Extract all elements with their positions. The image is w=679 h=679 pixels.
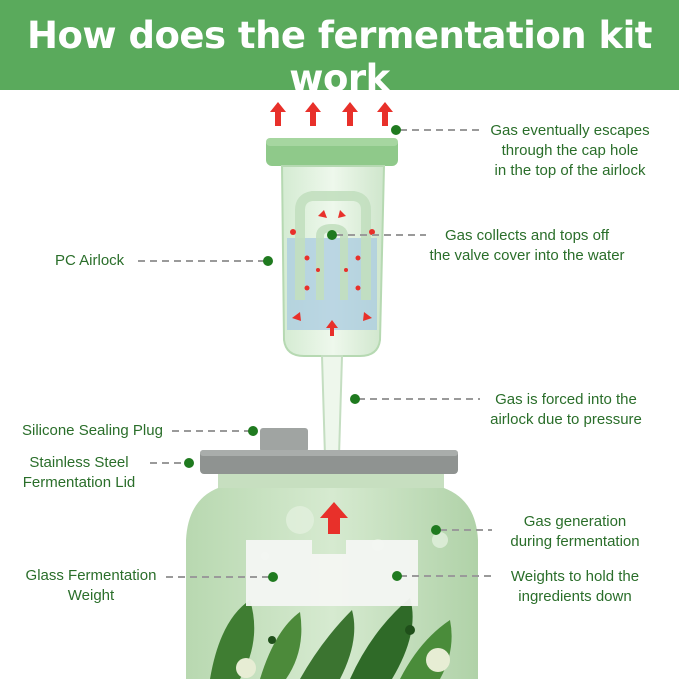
- escape-arrows: [270, 102, 393, 126]
- label-line: PC Airlock: [55, 252, 125, 269]
- label-gas-generation: Gas generation during fermentation: [494, 512, 656, 552]
- label-weights-hold: Weights to hold the ingredients down: [494, 567, 656, 607]
- label-pc-airlock: PC Airlock: [55, 251, 124, 271]
- pc-airlock-body: [280, 165, 386, 357]
- label-line: Gas is forced into the: [495, 391, 637, 408]
- title-banner: [0, 0, 679, 90]
- label-line: Fermentation Lid: [22, 474, 136, 491]
- marker-dots: [184, 125, 441, 582]
- label-glass-weight: Glass Fermentation Weight: [14, 566, 168, 606]
- label-line: Weight: [67, 587, 115, 604]
- label-line: Gas eventually escapes: [490, 122, 650, 139]
- label-line: Weights to hold the: [510, 568, 640, 585]
- label-line: during fermentation: [510, 533, 640, 550]
- steel-lid: [200, 450, 458, 474]
- label-line: through the cap hole: [501, 142, 639, 159]
- page-title: How does the fermentation kit work: [27, 14, 652, 100]
- label-line: Gas generation: [523, 513, 627, 530]
- pickled-vegetables: [210, 598, 452, 679]
- label-line: Silicone Sealing Plug: [22, 422, 163, 439]
- label-line: ingredients down: [518, 588, 632, 605]
- label-line: airlock due to pressure: [490, 411, 642, 428]
- label-line: Stainless Steel: [29, 454, 129, 471]
- label-line: in the top of the airlock: [494, 162, 646, 179]
- leader-lines: [138, 129, 492, 578]
- label-line: Glass Fermentation: [25, 567, 157, 584]
- label-silicone-plug: Silicone Sealing Plug: [22, 421, 163, 441]
- pressure-arrow: [320, 502, 348, 534]
- silicone-plug-shape: [260, 428, 308, 452]
- label-line: Gas collects and tops off: [445, 227, 609, 244]
- label-line: the valve cover into the water: [429, 247, 625, 264]
- glass-weight-shape: [246, 540, 418, 606]
- inner-gas-arrows: [290, 210, 375, 336]
- label-gas-collects: Gas collects and tops off the valve cove…: [410, 226, 644, 266]
- airlock-cap: [266, 138, 398, 166]
- label-gas-escapes: Gas eventually escapes through the cap h…: [480, 121, 660, 181]
- label-steel-lid: Stainless Steel Fermentation Lid: [4, 453, 154, 493]
- label-gas-forced: Gas is forced into the airlock due to pr…: [478, 390, 654, 430]
